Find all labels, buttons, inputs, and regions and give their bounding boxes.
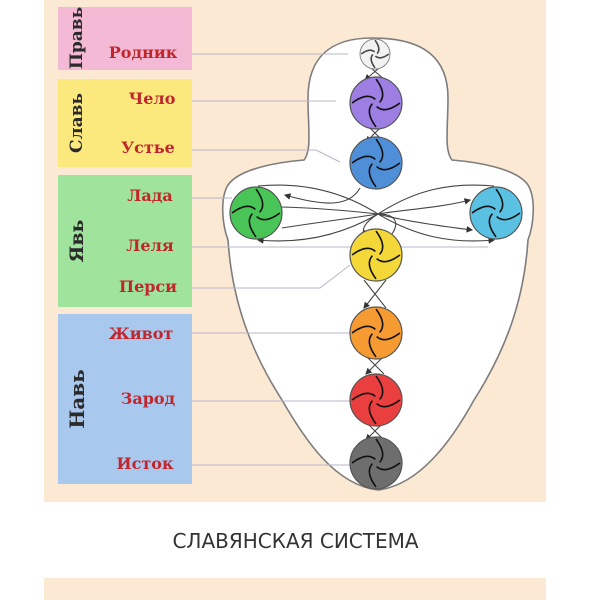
- group-boxes: [58, 7, 192, 484]
- diagram-caption: СЛАВЯНСКАЯ СИСТЕМА: [172, 529, 418, 553]
- chakra-green: [229, 186, 283, 240]
- swirl-icon: [351, 438, 401, 488]
- flow-uste-lelya: [283, 187, 361, 204]
- red-swirl-icon: [349, 373, 403, 427]
- white-swirl-icon: [359, 38, 391, 70]
- violet-swirl-icon: [349, 76, 403, 130]
- swirl-icon: [231, 188, 281, 238]
- label-lelya: Леля: [126, 236, 174, 255]
- leader-lines: [192, 53, 488, 466]
- label-lada: Лада: [127, 186, 173, 205]
- group-box-prav: [58, 7, 192, 70]
- swirl-icon: [351, 375, 401, 425]
- group-title-nav: Навь: [65, 369, 89, 428]
- label-uste: Устье: [121, 138, 175, 157]
- chakra-gray: [349, 436, 403, 490]
- flow-lada-center: [281, 206, 379, 215]
- flow-center-right: [377, 198, 472, 215]
- chakra-white: [359, 38, 391, 70]
- label-istok: Исток: [117, 454, 174, 473]
- swirl-icon: [351, 138, 401, 188]
- swirl-icon: [351, 308, 401, 358]
- label-rodnik: Родник: [109, 43, 178, 62]
- flow-right-lower: [377, 213, 474, 233]
- label-persi: Перси: [119, 277, 177, 296]
- chakra-red: [349, 373, 403, 427]
- group-title-yav: Явь: [66, 219, 88, 262]
- chakra-blue: [349, 136, 403, 190]
- flow-persi-up: [377, 213, 397, 235]
- group-title-prav: Правь: [67, 7, 87, 69]
- flow-left-lower: [281, 213, 379, 229]
- blue-swirl-icon: [349, 136, 403, 190]
- chakra-violet: [349, 76, 403, 130]
- leader-persi: [192, 264, 351, 289]
- label-zarod: Зарод: [121, 389, 176, 408]
- chakra-labels: Родник Чело Устье Лада Леля Перси Живот …: [109, 43, 178, 473]
- swirl-icon: [351, 230, 401, 280]
- swirl-icon: [351, 78, 401, 128]
- chakra-circles: [229, 38, 523, 490]
- orange-swirl-icon: [349, 306, 403, 360]
- label-chelo: Чело: [129, 89, 176, 108]
- energy-flows: [256, 62, 496, 440]
- flow-right-loop: [376, 184, 496, 244]
- bottom-band: [44, 578, 546, 600]
- light-blue-swirl-icon: [469, 186, 523, 240]
- label-zhivot: Живот: [109, 324, 174, 343]
- group-title-slav: Славь: [67, 93, 87, 153]
- chakra-orange: [349, 306, 403, 360]
- group-box-slav: [58, 79, 192, 167]
- chakra-light-blue: [469, 186, 523, 240]
- chakra-yellow: [349, 228, 403, 282]
- gray-swirl-icon: [349, 436, 403, 490]
- group-box-yav: [58, 175, 192, 307]
- flow-persi-zhivot: [364, 279, 387, 308]
- leader-uste: [192, 149, 341, 163]
- swirl-icon: [360, 39, 390, 69]
- group-box-nav: [58, 314, 192, 484]
- yellow-swirl-icon: [349, 228, 403, 282]
- swirl-icon: [471, 188, 521, 238]
- group-titles: Правь Славь Явь Навь: [65, 7, 89, 429]
- green-swirl-icon: [229, 186, 283, 240]
